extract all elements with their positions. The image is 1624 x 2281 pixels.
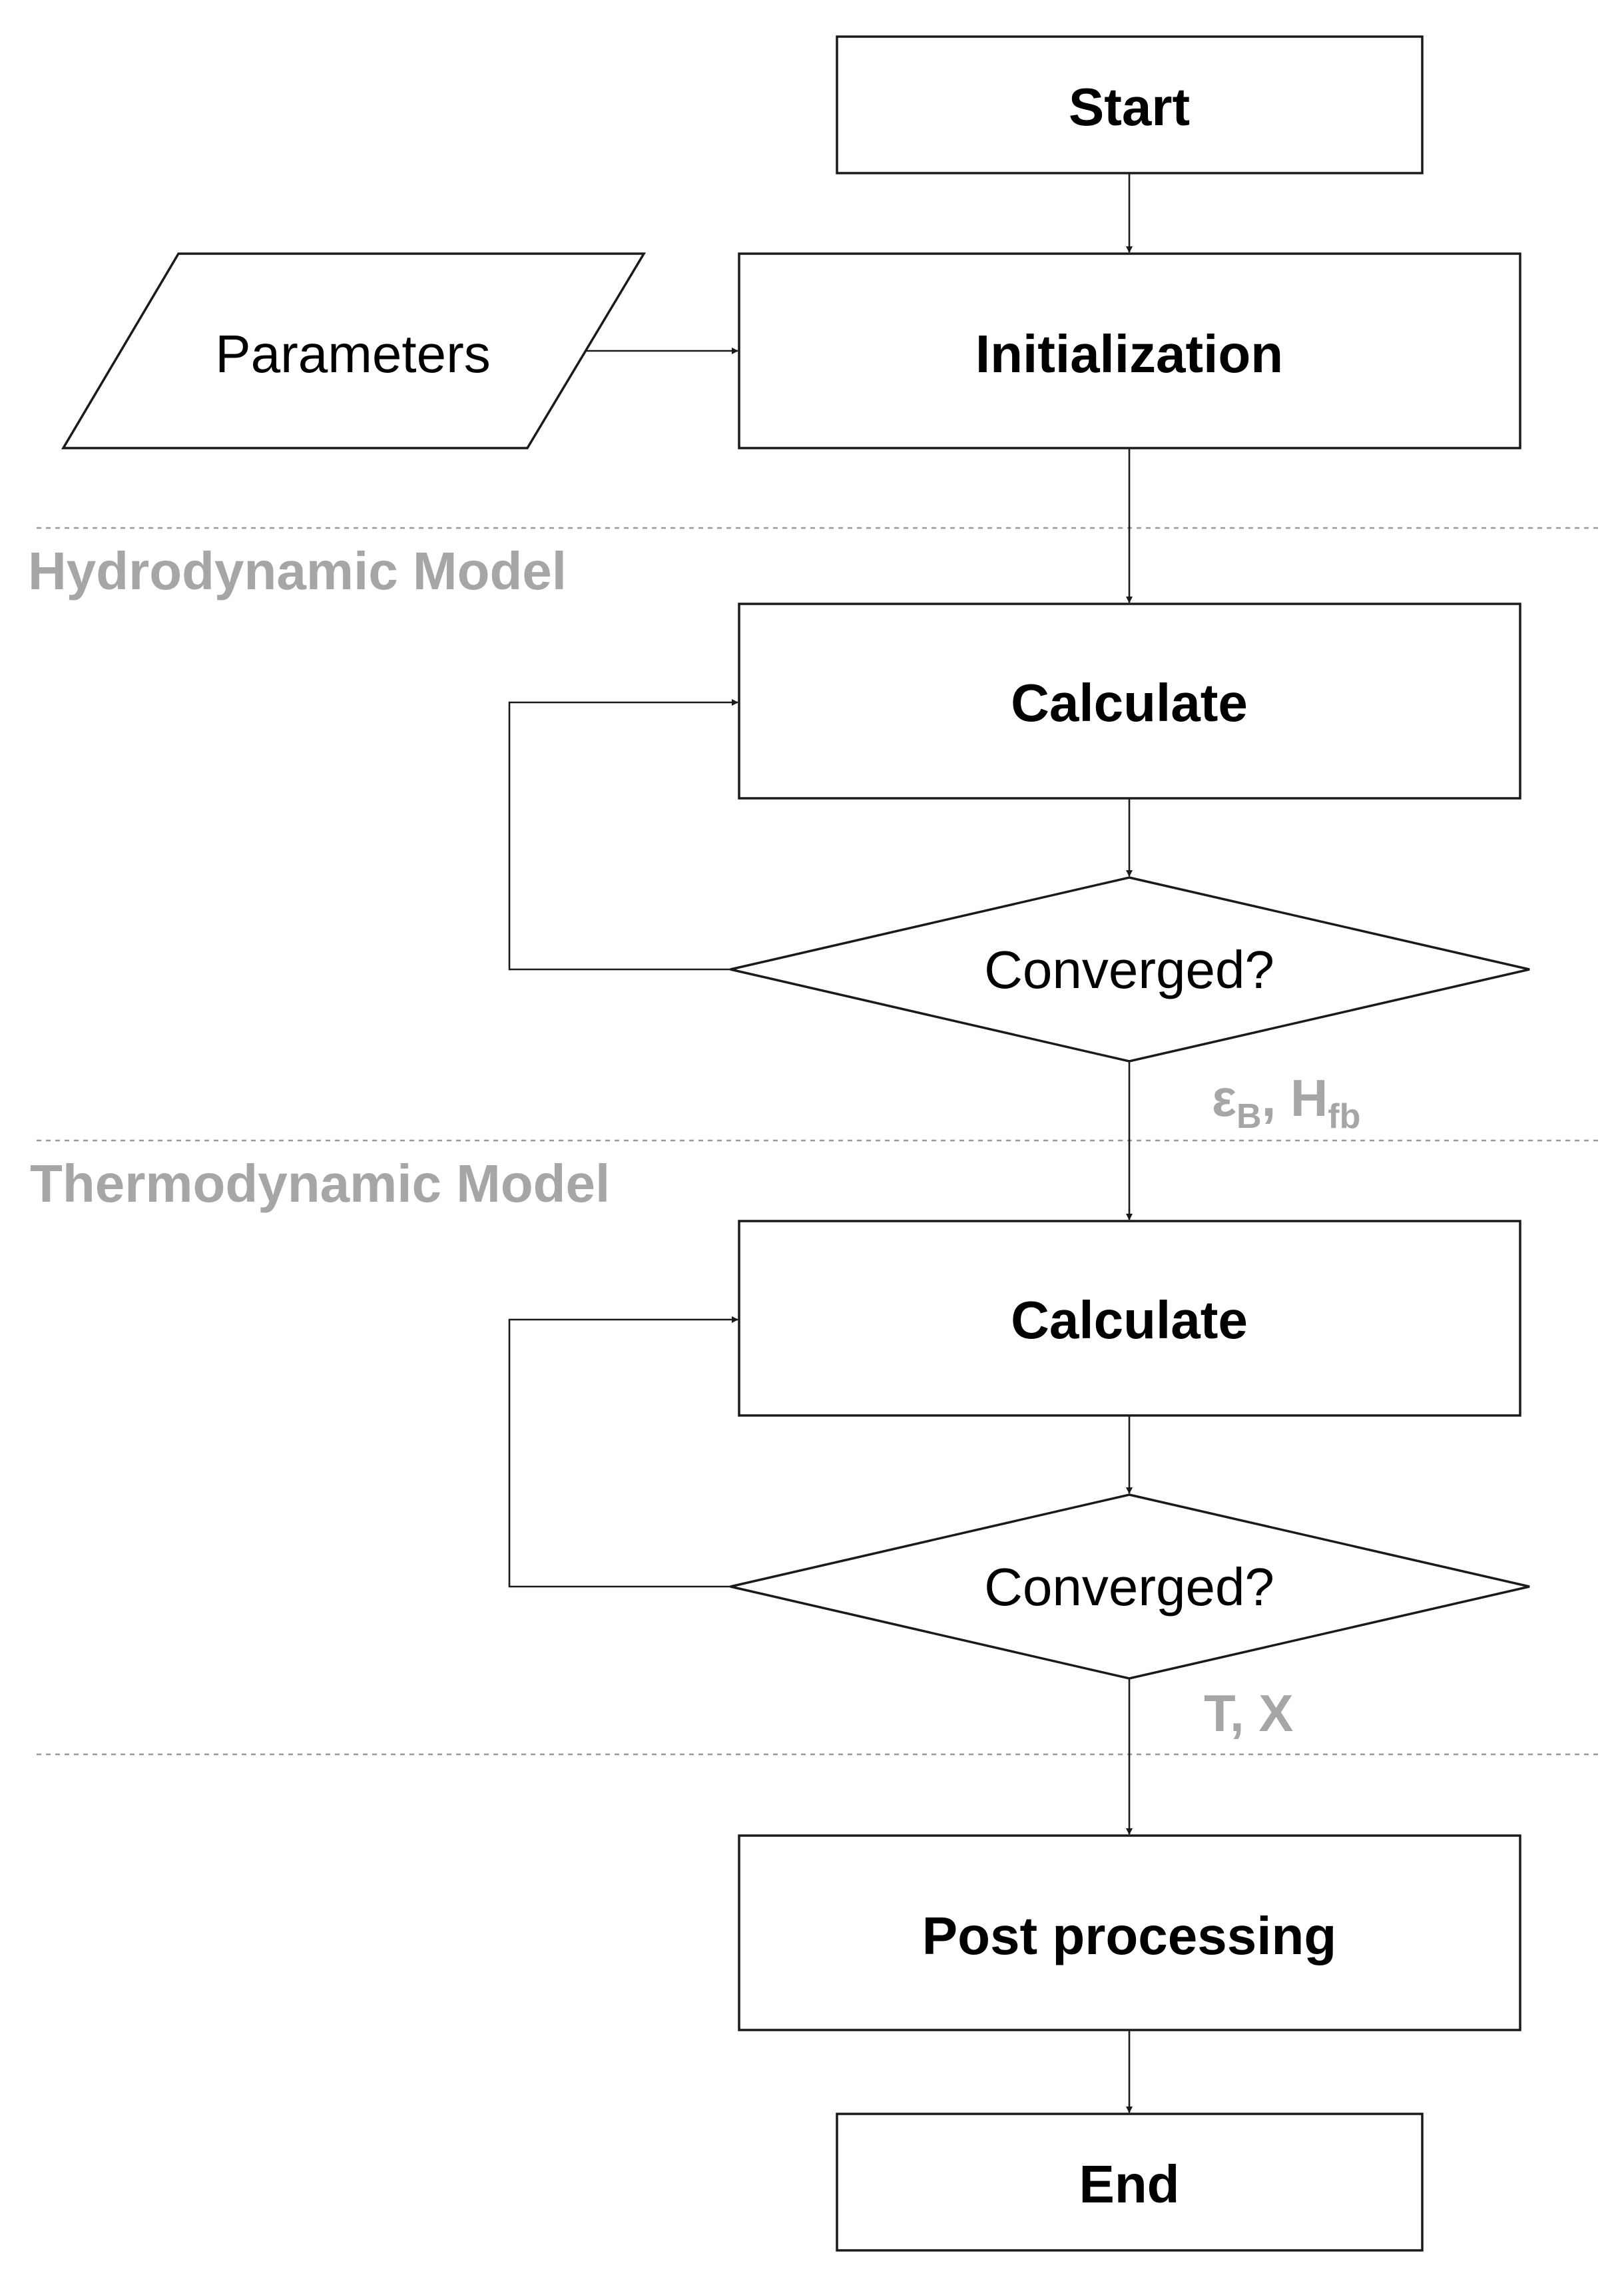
post-processing-node [738, 1834, 1521, 2031]
section-label-hydrodynamic: Hydrodynamic Model [28, 541, 567, 601]
arrow-thermo-loop-back [508, 1316, 738, 1588]
start-node [836, 35, 1424, 174]
hydro-calculate-node [738, 603, 1521, 800]
initialization-label: Initialization [975, 324, 1283, 383]
hydro-output-variables: εB, Hfb [1212, 1069, 1360, 1136]
parameters-node [61, 252, 647, 449]
hydro-calculate-label: Calculate [1011, 673, 1248, 732]
post-processing-label: Post processing [922, 1906, 1336, 1965]
end-node [836, 2113, 1424, 2252]
thermo-output-variables: T, X [1204, 1684, 1293, 1742]
thermo-calculate-label: Calculate [1011, 1290, 1248, 1350]
arrow-hydro-loop-back [508, 699, 738, 971]
hydro-converged-label: Converged? [984, 940, 1274, 999]
parameters-label: Parameters [215, 324, 490, 383]
thermo-converged-label: Converged? [984, 1557, 1274, 1617]
end-label: End [1079, 2154, 1179, 2214]
start-label: Start [1069, 77, 1190, 136]
section-label-thermodynamic: Thermodynamic Model [30, 1154, 610, 1213]
